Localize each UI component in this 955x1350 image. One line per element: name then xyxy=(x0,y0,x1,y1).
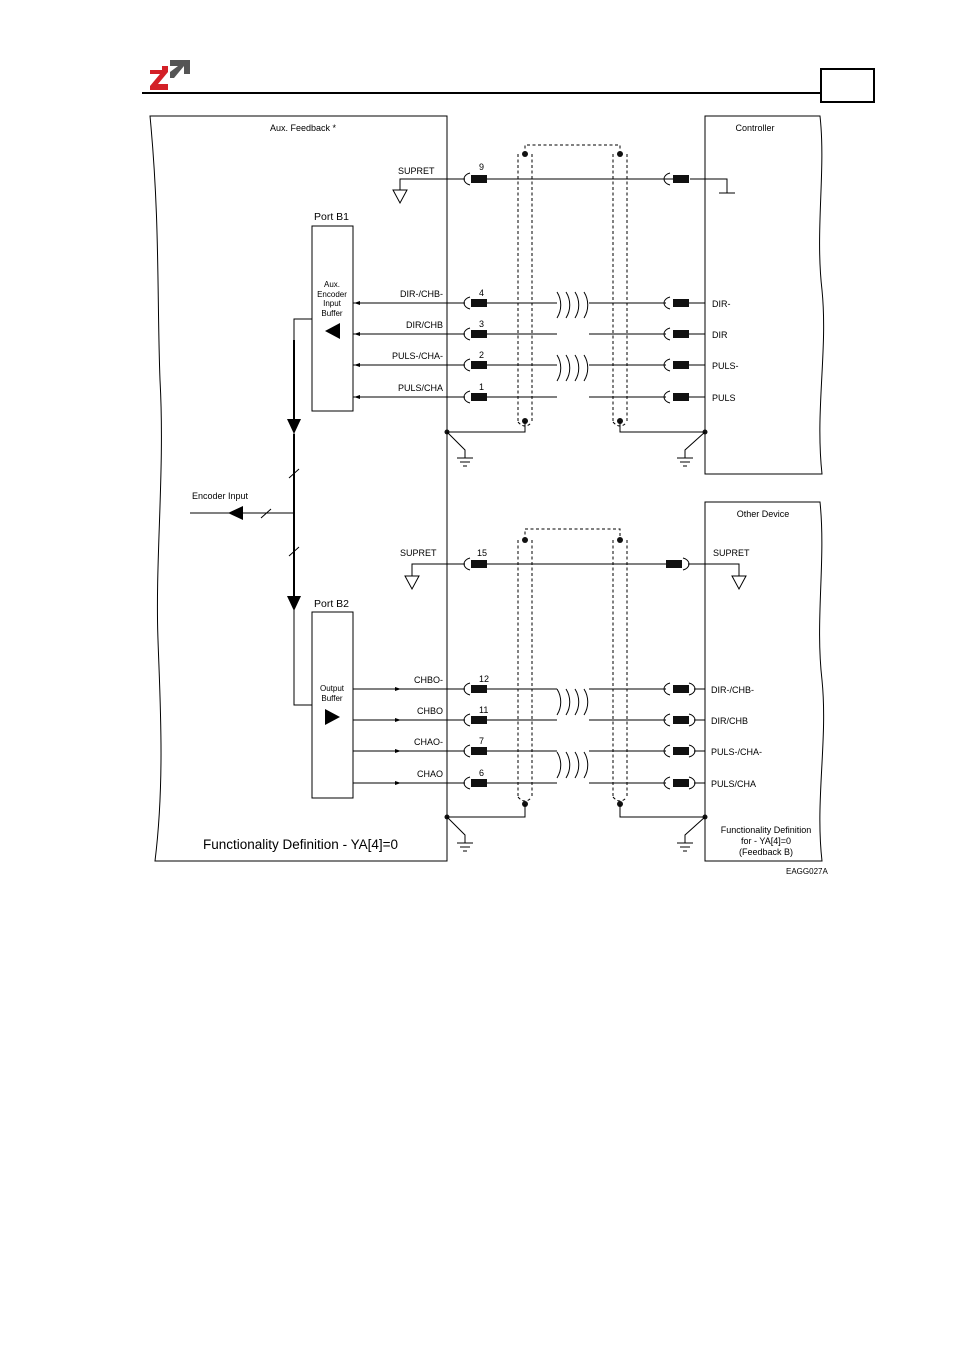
functionality-other-line-1: Functionality Definition xyxy=(721,825,812,835)
bottom-signal-left-label: CHBO xyxy=(417,706,443,716)
header-rule xyxy=(142,92,820,94)
input-buffer-line-3: Input xyxy=(323,299,342,308)
encoder-input-label: Encoder Input xyxy=(192,491,249,501)
top-signal-right-label: PULS- xyxy=(712,361,739,371)
top-signal-left-label: PULS-/CHA- xyxy=(392,351,443,361)
functionality-other-line-3: (Feedback B) xyxy=(739,847,793,857)
top-signal-right-label: DIR- xyxy=(712,299,731,309)
input-buffer-line-1: Aux. xyxy=(324,280,340,289)
top-pin-number: 1 xyxy=(479,382,484,392)
controller-block xyxy=(704,115,825,475)
port-b1-label: Port B1 xyxy=(314,211,349,223)
company-logo xyxy=(150,60,190,90)
bottom-pin-number: 6 xyxy=(479,768,484,778)
top-supret-label: SUPRET xyxy=(398,166,435,176)
top-signal-left-label: DIR-/CHB- xyxy=(400,289,443,299)
top-pin-number: 2 xyxy=(479,350,484,360)
drawing-id: EAGG027A xyxy=(786,867,828,876)
aux-feedback-block xyxy=(149,115,448,862)
other-supret-label: SUPRET xyxy=(713,548,750,558)
output-buffer-box xyxy=(311,611,354,799)
bottom-signal-right-label: DIR/CHB xyxy=(711,716,748,726)
top-pin-number: 4 xyxy=(479,288,484,298)
other-device-title: Other Device xyxy=(737,509,790,519)
bottom-pin-number: 7 xyxy=(479,736,484,746)
controller-title: Controller xyxy=(735,123,774,133)
other-device-block xyxy=(704,501,825,862)
top-pin-number: 3 xyxy=(479,319,484,329)
top-supret-pin: 9 xyxy=(479,162,484,172)
output-buffer-line-1: Output xyxy=(320,684,345,693)
output-buffer-line-2: Buffer xyxy=(321,694,343,703)
page-number-box xyxy=(820,68,875,103)
input-buffer-line-4: Buffer xyxy=(321,309,343,318)
bottom-signal-left-label: CHAO- xyxy=(414,737,443,747)
aux-block-title: Aux. Feedback * xyxy=(270,123,337,133)
top-signal-right-label: DIR xyxy=(712,330,728,340)
top-cable-group xyxy=(392,144,735,467)
encoder-bus xyxy=(190,318,312,706)
bottom-signal-left-label: CHAO xyxy=(417,769,443,779)
bottom-signal-left-label: CHBO- xyxy=(414,675,443,685)
top-signal-right-label: PULS xyxy=(712,393,736,403)
port-b2-label: Port B2 xyxy=(314,598,349,610)
input-buffer-box xyxy=(311,225,354,412)
bottom-signal-right-label: PULS/CHA xyxy=(711,779,756,789)
bottom-cable-group xyxy=(404,528,747,852)
bottom-pin-number: 11 xyxy=(479,705,488,715)
bottom-pin-number: 12 xyxy=(479,674,489,684)
bottom-supret-pin: 15 xyxy=(477,548,487,558)
bottom-supret-label: SUPRET xyxy=(400,548,437,558)
functionality-other-line-2: for - YA[4]=0 xyxy=(741,836,791,846)
output-buffer-triangle xyxy=(325,709,340,725)
functionality-main: Functionality Definition - YA[4]=0 xyxy=(203,837,398,852)
bottom-signal-right-label: PULS-/CHA- xyxy=(711,747,762,757)
bottom-signal-right-label: DIR-/CHB- xyxy=(711,685,754,695)
top-signal-left-label: PULS/CHA xyxy=(398,383,443,393)
input-buffer-triangle xyxy=(325,323,340,339)
top-signal-left-label: DIR/CHB xyxy=(406,320,443,330)
input-buffer-line-2: Encoder xyxy=(317,290,347,299)
